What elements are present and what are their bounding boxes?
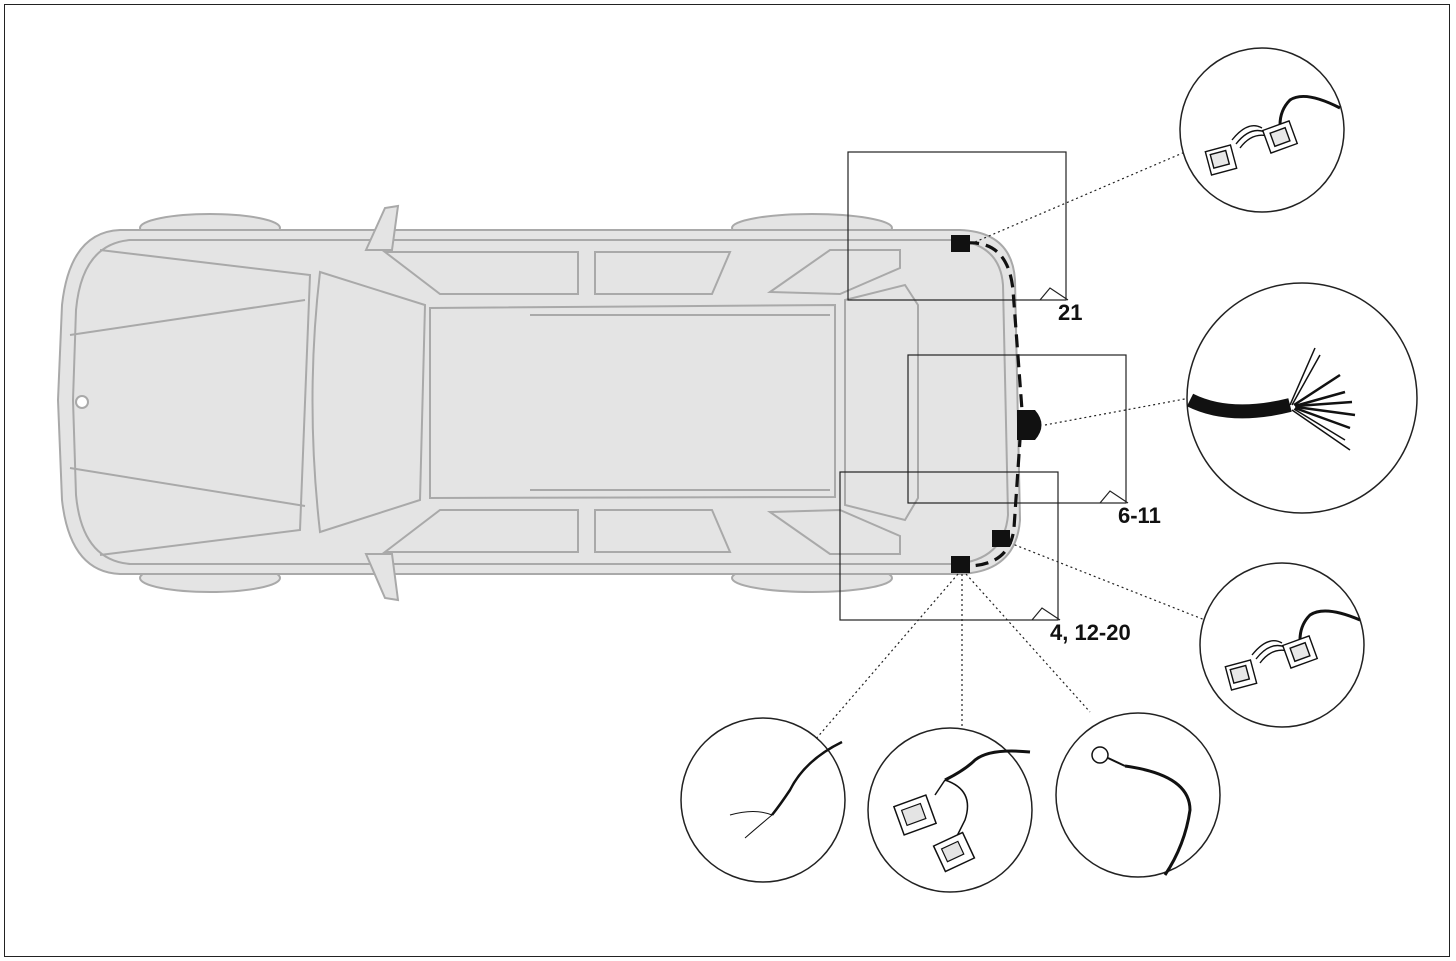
- callout-notch-6-11: [1099, 490, 1129, 504]
- leader-to-connector-pair-right: [1009, 542, 1211, 623]
- ring-terminal-detail: [1055, 712, 1221, 878]
- hood-line-top: [69, 299, 306, 336]
- left-mirror: [364, 204, 400, 251]
- hood-line-bottom: [69, 467, 306, 507]
- front-right-window: [382, 509, 579, 553]
- loose-wire-detail: [680, 717, 846, 883]
- left-lamp-connector: [951, 235, 970, 252]
- rear-left-window: [594, 251, 732, 295]
- wire-bundle-detail: [1186, 282, 1418, 514]
- roof: [429, 303, 836, 500]
- leader-to-connector-pair: [974, 151, 1186, 243]
- quarter-left-window: [766, 249, 901, 296]
- hood-edge: [99, 249, 312, 556]
- rear-window: [844, 283, 919, 522]
- tow-socket: [1017, 410, 1042, 440]
- connector-pair-detail-right: [1199, 562, 1365, 728]
- connector-pair-icon-right: [1224, 609, 1361, 691]
- plug-connector-detail: [867, 727, 1033, 893]
- quarter-right-window: [766, 508, 901, 555]
- leader-to-wire-bundle: [1044, 397, 1191, 426]
- body-inner-line: [71, 239, 1010, 565]
- fuel-cap: [75, 395, 89, 409]
- area-box-rear-left: [847, 151, 1067, 301]
- rear-right-window: [594, 509, 732, 553]
- leader-lines: [814, 151, 1211, 741]
- leader-to-loose-wire: [814, 573, 959, 741]
- front-left-window: [382, 251, 579, 295]
- wire-bundle-icon: [1186, 347, 1356, 451]
- loose-wire-icon: [729, 740, 843, 839]
- callout-notch-4-12-20: [1031, 607, 1061, 621]
- area-box-rear-right: [839, 471, 1059, 621]
- module-connector: [992, 530, 1010, 547]
- connector-pair-detail: [1179, 47, 1345, 213]
- connector-pair-icon: [1204, 94, 1341, 176]
- callout-6-11: 6-11: [1118, 503, 1161, 528]
- diagram-frame: [4, 4, 1450, 957]
- ring-terminal-icon: [1091, 746, 1192, 876]
- right-lamp-connector: [951, 556, 970, 573]
- callout-4-12-20: 4, 12-20: [1050, 620, 1131, 645]
- windshield: [311, 270, 427, 534]
- harness-route: [965, 241, 1024, 568]
- leader-to-ring-terminal: [965, 573, 1091, 713]
- callout-21: 21: [1058, 300, 1082, 325]
- car-top-view: [56, 204, 1022, 602]
- wiring-harness: [951, 235, 1042, 573]
- right-mirror: [364, 553, 400, 602]
- callout-notch-21: [1039, 287, 1069, 301]
- plug-connector-icon: [892, 749, 1031, 873]
